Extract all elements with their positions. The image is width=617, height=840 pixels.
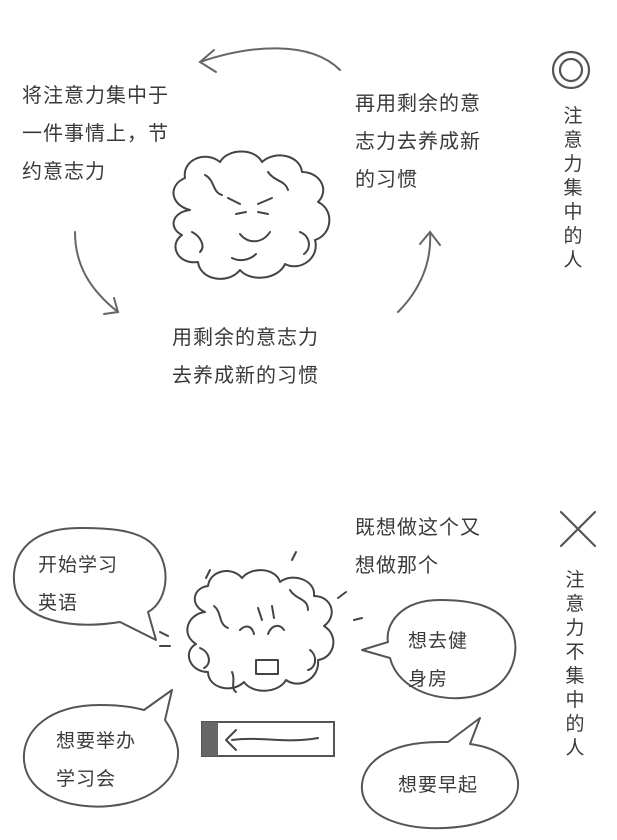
text-line: 用剩余的意志力	[172, 325, 319, 349]
bubble-study-group-text: 想要举办 学习会	[56, 722, 136, 798]
bubble-line: 想要举办	[56, 730, 137, 752]
legend-char: 意	[565, 593, 585, 615]
bubble-line: 想去健	[408, 630, 469, 652]
legend-char: 的	[563, 225, 583, 247]
arrow-right	[397, 231, 432, 313]
legend-char: 意	[563, 129, 583, 151]
legend-char: 力	[565, 617, 585, 639]
calm-eye-right	[257, 211, 269, 215]
text-line: 志力去养成新	[355, 129, 481, 153]
arrow-left-head	[103, 297, 120, 315]
anxious-eye-right	[267, 624, 285, 635]
arrow-left	[74, 231, 119, 313]
bubble-early-rise-shape	[360, 717, 520, 830]
bubble-english-shape	[12, 527, 167, 641]
arrow-top	[199, 47, 341, 71]
bubble-english-text: 开始学习 英语	[38, 546, 118, 622]
calm-brain	[172, 150, 331, 280]
double-circle-icon	[551, 50, 591, 90]
arrow-top-head	[198, 49, 217, 73]
legend-char: 不	[565, 641, 585, 663]
text-line: 去养成新的习惯	[172, 363, 319, 387]
text-focus-save-willpower: 将注意力集中于 一件事情上，节 约意志力	[22, 76, 169, 190]
text-line: 想做那个	[355, 553, 439, 577]
legend-char: 中	[565, 689, 585, 711]
text-line: 既想做这个又	[355, 515, 481, 539]
bubble-line: 身房	[408, 668, 449, 690]
legend-char: 力	[563, 153, 583, 175]
legend-char: 中	[563, 201, 583, 223]
arrow-right-head	[419, 230, 441, 246]
calm-eye-left	[235, 211, 247, 215]
text-want-this-and-that: 既想做这个又 想做那个	[355, 508, 481, 584]
calm-eyebrow-right	[257, 197, 273, 205]
cycle-arrows	[74, 47, 441, 315]
legend-char: 集	[565, 665, 585, 687]
calm-eyebrow-left	[227, 197, 241, 205]
bubble-line: 开始学习	[38, 554, 119, 576]
legend-char: 人	[565, 737, 585, 759]
text-line: 一件事情上，节	[22, 121, 169, 145]
bubble-early-rise-text: 想要早起	[398, 766, 478, 804]
bubble-gym-text: 想去健 身房	[408, 622, 468, 698]
anxious-brain	[159, 551, 363, 693]
text-line: 的习惯	[355, 167, 418, 191]
bubble-line: 学习会	[56, 768, 117, 790]
bubble-gym-shape	[361, 599, 517, 700]
legend-unfocused-person: 注意力不集中的人	[563, 568, 587, 760]
bubble-line: 想要早起	[398, 774, 479, 796]
legend-focused-person: 注意力集中的人	[561, 104, 585, 272]
legend-char: 注	[563, 105, 583, 127]
text-line: 约意志力	[22, 159, 106, 183]
legend-char: 人	[563, 249, 583, 271]
text-line: 将注意力集中于	[22, 83, 169, 107]
bubble-study-group-shape	[22, 689, 180, 808]
cross-icon	[559, 510, 597, 548]
speech-bubbles	[12, 527, 520, 830]
text-line: 再用剩余的意	[355, 91, 481, 115]
legend-char: 集	[563, 177, 583, 199]
calm-smile	[239, 231, 271, 243]
legend-char: 注	[565, 569, 585, 591]
low-battery-icon	[201, 721, 335, 757]
anxious-eye-left	[239, 625, 255, 635]
text-build-new-habits: 用剩余的意志力 去养成新的习惯	[172, 318, 319, 394]
anxious-mouth	[255, 659, 279, 675]
text-use-remaining-willpower: 再用剩余的意 志力去养成新 的习惯	[355, 84, 481, 198]
legend-char: 的	[565, 713, 585, 735]
bubble-line: 英语	[38, 592, 79, 614]
